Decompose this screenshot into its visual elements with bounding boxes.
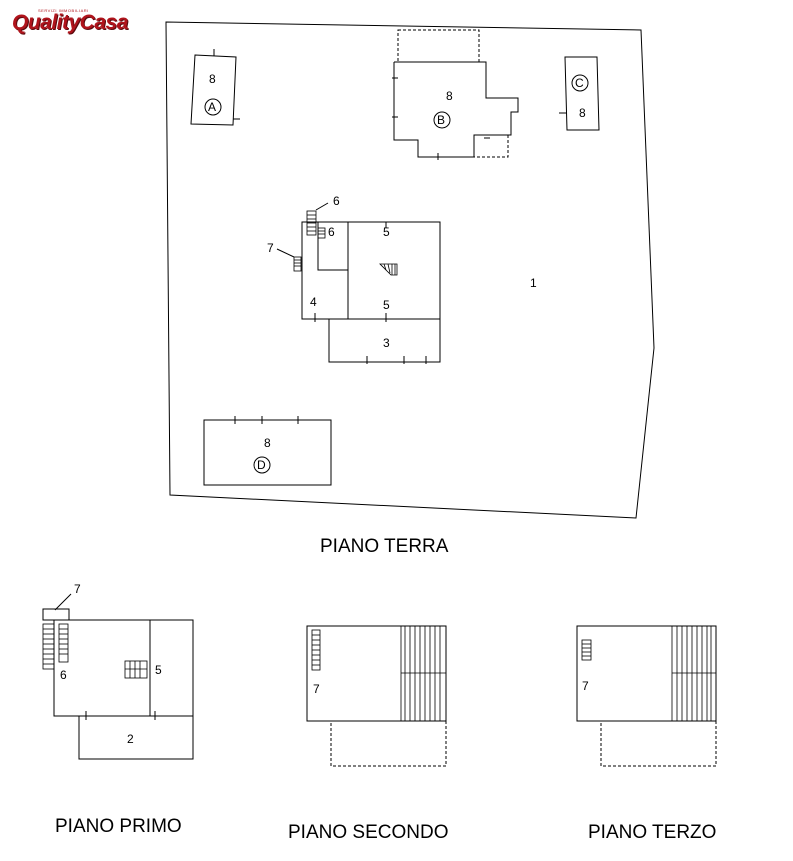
second-room-7-label: 7 (313, 682, 320, 696)
lot-label: 1 (530, 276, 537, 290)
first-room-2-outline (78, 715, 194, 760)
floor-title-terzo: PIANO TERZO (588, 822, 716, 843)
annex-b-number: 8 (446, 89, 453, 103)
lot-boundary (165, 21, 655, 519)
third-floor-porch (600, 720, 717, 767)
annex-c-letter: C (575, 76, 584, 90)
ground-room-5b-label: 5 (383, 298, 390, 312)
annex-b-letter: B (437, 113, 445, 127)
first-room-5-label: 5 (155, 663, 162, 677)
ground-stair-7 (293, 256, 302, 272)
annex-c-outline (564, 56, 600, 131)
annex-b-porch (397, 29, 480, 63)
ground-stair-upper (306, 210, 317, 236)
floor-title-secondo: PIANO SECONDO (288, 822, 448, 843)
annex-b-outline (393, 61, 519, 158)
second-floor-stair (311, 629, 321, 671)
ground-stair-6 (317, 227, 326, 239)
floor-title-primo: PIANO PRIMO (55, 816, 182, 837)
third-floor-outline (576, 625, 717, 722)
third-floor-stair (581, 639, 592, 661)
ground-stair-6a-label: 6 (333, 194, 340, 208)
first-room-6-label: 6 (60, 668, 67, 682)
annex-a-letter: A (208, 100, 216, 114)
first-stair-inner (58, 623, 69, 663)
first-stair-7-frame (42, 608, 70, 621)
annex-d-letter: D (257, 458, 266, 472)
first-room-2-label: 2 (127, 732, 134, 746)
first-floor-outline (53, 619, 194, 717)
ground-room-3-label: 3 (383, 336, 390, 350)
ground-stair-interior (379, 263, 398, 276)
third-room-7-label: 7 (582, 679, 589, 693)
first-stair-outer (42, 623, 55, 670)
annex-b-marker (433, 111, 451, 129)
ground-room-5a-label: 5 (383, 225, 390, 239)
annex-d-marker (253, 456, 271, 474)
annex-a-number: 8 (209, 72, 216, 86)
first-stair-interior (124, 660, 148, 679)
floor-title-terra: PIANO TERRA (320, 536, 449, 557)
first-stair-7-label: 7 (74, 582, 81, 596)
annex-c-marker (571, 74, 589, 92)
logo-wordmark: QualityCasa (12, 11, 128, 34)
annex-d-number: 8 (264, 436, 271, 450)
ground-room-3-outline (328, 318, 441, 363)
ground-stair-6b-label: 6 (328, 225, 335, 239)
company-logo: SERVIZI IMMOBILIARI QualityCasa (6, 4, 166, 36)
second-floor-terrace-grid (400, 626, 446, 721)
annex-d-outline (203, 419, 332, 486)
annex-c-number: 8 (579, 106, 586, 120)
ground-room-4-label: 4 (310, 295, 317, 309)
third-floor-terrace-grid (671, 626, 716, 721)
logo-tagline: SERVIZI IMMOBILIARI (38, 8, 89, 13)
annex-a-outline (190, 54, 237, 126)
annex-a-marker (204, 98, 222, 116)
ground-stair-7-label: 7 (267, 241, 274, 255)
second-floor-porch (330, 720, 447, 767)
